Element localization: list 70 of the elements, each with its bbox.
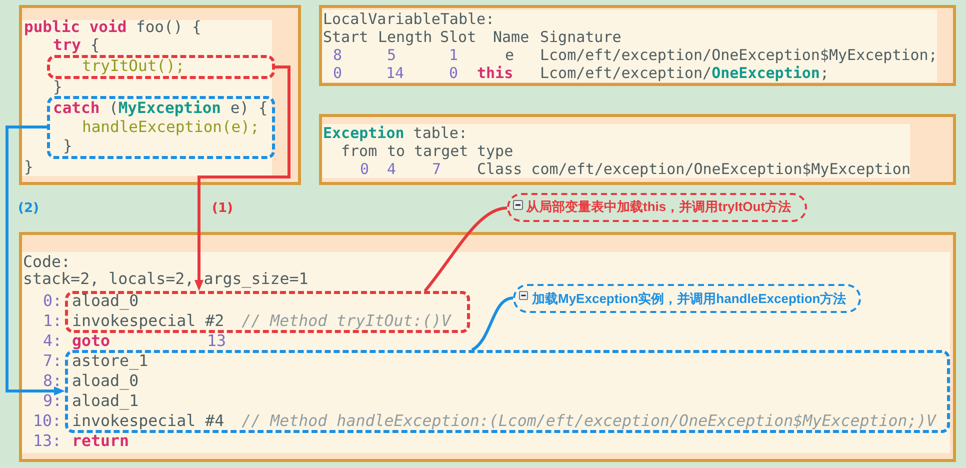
code-line: invokespecial #4 // Method handleException:(Lcom/eft/exception/OneException$MyException;)V [72,413,936,429]
column-header: Start [323,29,368,45]
dashed-box [65,350,950,433]
table-cell: 0 [449,65,458,81]
table-cell: e [505,47,514,63]
code-panel [19,5,301,185]
column-header: from [341,143,378,159]
callout-text: 从局部变量表中加载this，并调用tryItOut方法 [526,199,792,215]
table-cell: 8 [333,47,342,63]
leader-line [471,296,514,352]
column-header: Slot [440,29,476,45]
table-cell: 5 [387,47,396,63]
line-number: 4: [43,333,62,349]
table-cell: Lcom/eft/exception/OneException$MyException; [540,47,938,63]
code-line: aload_0 [72,293,139,309]
dashed-box [65,291,470,333]
code-line: tryItOut(); [82,58,185,74]
code-line: try { [53,37,100,53]
instruction: return [72,433,130,449]
operand: 13 [207,333,226,349]
callout-text: 加载MyException实例，并调用handleException方法 [532,291,846,307]
line-number: 0: [43,293,62,309]
column-header: type [477,143,514,159]
table-cell: 7 [432,161,442,177]
callout-bubble [513,284,861,313]
code-line: handleException(e); [82,119,260,135]
leader-line [424,206,508,292]
code-panel [19,232,956,462]
line-number: 10: [33,413,62,429]
arrow [194,66,290,291]
code-line: invokespecial #2 // Method tryItOut:()V [72,313,451,329]
table-title: Exception table: [323,125,468,141]
table-cell: Lcom/eft/exception/OneException; [540,65,829,81]
code-line: stack=2, locals=2, args_size=1 [23,271,308,287]
arrow [6,126,65,396]
line-number: 13: [33,433,62,449]
edge-label: (1) [212,201,233,217]
column-header: Length [378,29,432,45]
code-line: aload_0 [72,373,139,389]
table-panel [319,114,956,185]
table-cell: 4 [387,161,396,177]
table-cell: 14 [386,65,404,81]
edge-label: (2) [18,201,39,217]
code-line: Code: [23,254,71,270]
line-number: 1: [43,313,62,329]
column-header: Signature [540,29,622,45]
table-cell: 1 [449,47,458,63]
code-line: catch (MyException e) { [53,100,268,116]
column-header: to [387,143,406,159]
table-title: LocalVariableTable: [323,11,495,27]
line-number: 7: [43,353,62,369]
dashed-box [47,55,275,79]
column-header: target [414,143,468,159]
code-line: } [63,138,72,154]
code-line: } [53,79,62,95]
table-cell: Class com/eft/exception/OneException$MyException [477,161,910,177]
code-line: public void foo() { [24,19,202,35]
code-line: astore_1 [72,353,148,369]
line-number: 9: [43,393,62,409]
line-number: 8: [43,373,62,389]
table-cell: 0 [360,161,370,177]
dashed-box [47,96,275,159]
code-line: aload_1 [72,393,139,409]
table-cell: 0 [333,65,342,81]
code-line: } [24,159,34,175]
table-cell: this [477,65,514,81]
table-panel [319,5,956,86]
column-header: Name [493,29,530,45]
callout-bubble [507,193,807,222]
instruction: goto [72,333,110,349]
